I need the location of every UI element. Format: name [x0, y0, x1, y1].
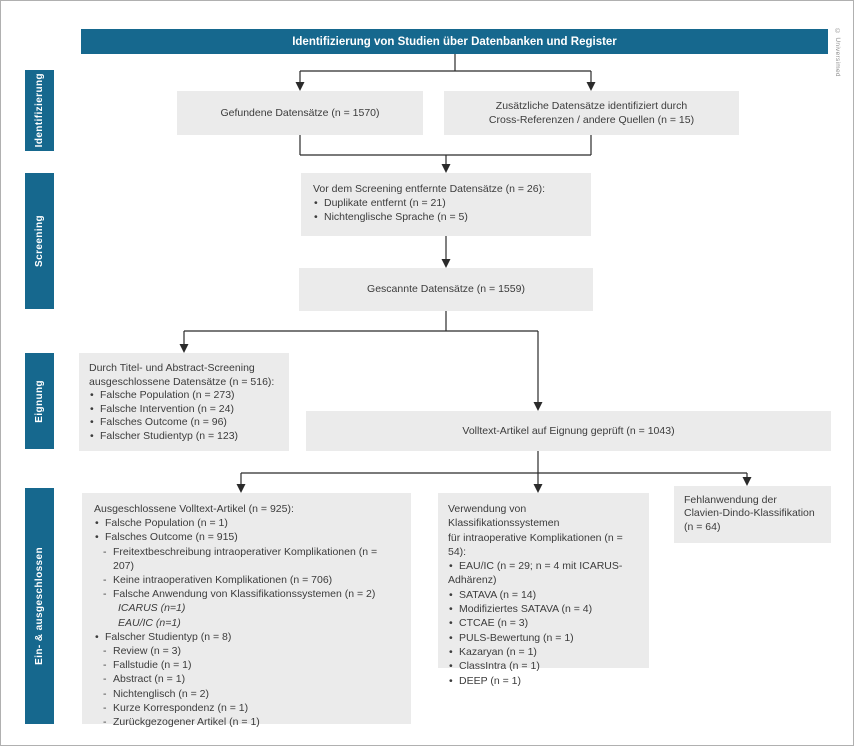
stage-screening: Screening: [25, 173, 54, 309]
ft-excluded-subitem: Review (n = 3): [94, 644, 399, 658]
ta-excluded-item: Falsche Intervention (n = 24): [89, 403, 279, 417]
box-classification-used: Verwendung von Klassifikationssystemen f…: [438, 493, 649, 688]
stage-label: Identifizierung: [34, 73, 45, 148]
diagram-title: Identifizierung von Studien über Datenba…: [292, 35, 617, 48]
class-used-item: CTCAE (n = 3): [448, 616, 639, 631]
misapplication-line3: (n = 64): [684, 520, 721, 533]
class-used-item: PULS-Bewertung (n = 1): [448, 631, 639, 646]
class-used-title1: Verwendung von Klassifikationssystemen: [448, 503, 560, 530]
class-used-item: SATAVA (n = 14): [448, 588, 639, 603]
ft-excluded-subsubitem: ICARUS (n=1): [118, 602, 186, 615]
box-records-screened: Gescannte Datensätze (n = 1559): [299, 268, 593, 311]
class-used-item-cont: Adhärenz): [448, 574, 497, 587]
box-clavien-dindo-misapplication: Fehlanwendung der Clavien-Dindo-Klassifi…: [674, 486, 831, 543]
class-used-item: DEEP (n = 1): [448, 674, 639, 689]
ft-excluded-subitem: Zurückgezogener Artikel (n = 1): [94, 715, 399, 729]
misapplication-line2: Clavien-Dindo-Klassifikation: [684, 507, 815, 520]
box-additional-records: Zusätzliche Datensätze identifiziert dur…: [444, 91, 739, 135]
ft-excluded-subitem: Falsche Anwendung von Klassifikationssys…: [94, 587, 399, 601]
class-used-item: EAU/IC (n = 29; n = 4 mit ICARUS-: [448, 559, 639, 574]
box-removed-before-screening: Vor dem Screening entfernte Datensätze (…: [301, 173, 591, 236]
box-records-found: Gefundene Datensätze (n = 1570): [177, 91, 423, 135]
stage-label: Screening: [34, 215, 45, 267]
ft-excluded-subitem: Fallstudie (n = 1): [94, 658, 399, 672]
ta-excluded-title2: ausgeschlossene Datensätze (n = 516):: [89, 375, 275, 388]
diagram-header-bar: Identifizierung von Studien über Datenba…: [81, 29, 828, 54]
removed-item: Duplikate entfernt (n = 21): [313, 196, 579, 210]
ft-excluded-subitem: Kurze Korrespondenz (n = 1): [94, 701, 399, 715]
records-found-text: Gefundene Datensätze (n = 1570): [220, 106, 380, 119]
ft-excluded-item: Falsches Outcome (n = 915): [94, 530, 399, 544]
ft-excluded-subitem: Abstract (n = 1): [94, 672, 399, 686]
removed-item: Nichtenglische Sprache (n = 5): [313, 210, 579, 224]
stage-identifizierung: Identifizierung: [25, 70, 54, 151]
ft-excluded-subsubitem: EAU/IC (n=1): [118, 616, 181, 629]
fulltext-assessed-text: Volltext-Artikel auf Eignung geprüft (n …: [462, 424, 675, 437]
class-used-item: Kazaryan (n = 1): [448, 645, 639, 660]
stage-label: Eignung: [34, 379, 45, 423]
class-used-title2: für intraoperative Komplikationen (n = 5…: [448, 531, 623, 558]
class-used-item: ClassIntra (n = 1): [448, 659, 639, 674]
additional-records-line2: Cross-Referenzen / andere Quellen (n = 1…: [488, 114, 695, 126]
ta-excluded-item: Falsche Population (n = 273): [89, 389, 279, 403]
ft-excluded-subitem: Nichtenglisch (n = 2): [94, 687, 399, 701]
ta-excluded-title1: Durch Titel- und Abstract-Screening: [89, 362, 255, 374]
additional-records-line1: Zusätzliche Datensätze identifiziert dur…: [495, 99, 688, 112]
ft-excluded-subitem: Keine intraoperativen Komplikationen (n …: [94, 573, 399, 587]
ft-excluded-subitem: Freitextbeschreibung intraoperativer Kom…: [94, 545, 399, 573]
misapplication-line1: Fehlanwendung der: [684, 494, 777, 506]
ft-excluded-title: Ausgeschlossene Volltext-Artikel (n = 92…: [94, 503, 294, 515]
stage-label: Ein- & ausgeschlossen: [34, 547, 45, 665]
stage-ein-ausgeschlossen: Ein- & ausgeschlossen: [25, 488, 54, 724]
box-title-abstract-excluded: Durch Titel- und Abstract-Screening ausg…: [79, 353, 289, 451]
box-fulltext-excluded: Ausgeschlossene Volltext-Artikel (n = 92…: [82, 493, 411, 729]
copyright-label: © Universimed: [834, 28, 841, 77]
class-used-item: Modifiziertes SATAVA (n = 4): [448, 602, 639, 617]
records-screened-text: Gescannte Datensätze (n = 1559): [367, 283, 525, 296]
ta-excluded-item: Falscher Studientyp (n = 123): [89, 430, 279, 444]
ft-excluded-item: Falscher Studientyp (n = 8): [94, 630, 399, 644]
ft-excluded-item: Falsche Population (n = 1): [94, 516, 399, 530]
stage-eignung: Eignung: [25, 353, 54, 449]
box-fulltext-assessed: Volltext-Artikel auf Eignung geprüft (n …: [306, 411, 831, 451]
removed-title: Vor dem Screening entfernte Datensätze (…: [313, 183, 546, 195]
ta-excluded-item: Falsches Outcome (n = 96): [89, 416, 279, 430]
